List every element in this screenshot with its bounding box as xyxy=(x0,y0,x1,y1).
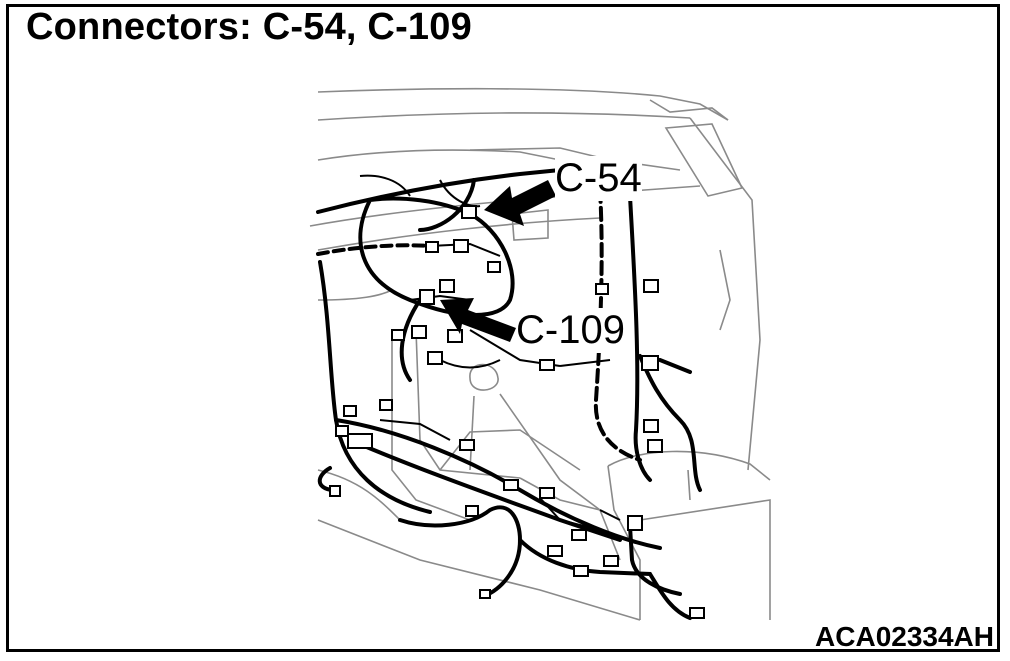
callout-label-c109: C-109 xyxy=(516,308,625,353)
diagram-title: Connectors: C-54, C-109 xyxy=(26,6,472,48)
figure-code: ACA02334AH xyxy=(815,621,994,652)
dashboard-outline xyxy=(309,87,771,621)
arrow-c54 xyxy=(484,180,556,226)
arrow-c109 xyxy=(440,298,516,342)
callout-label-c54: C-54 xyxy=(555,156,642,201)
wiring-harness xyxy=(316,166,702,620)
callout-arrows xyxy=(440,180,556,342)
secondary-wires xyxy=(359,174,621,531)
connector-blocks xyxy=(329,205,705,619)
